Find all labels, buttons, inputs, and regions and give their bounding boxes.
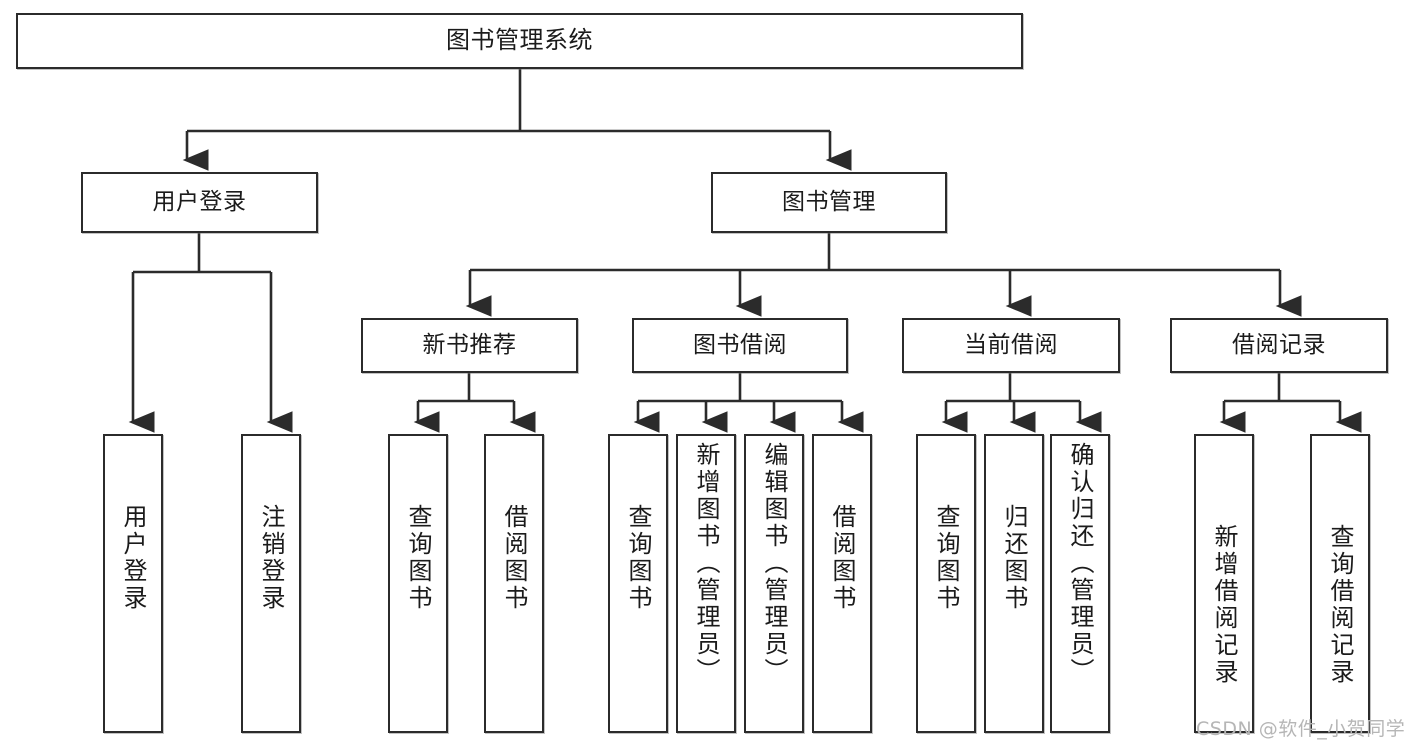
node-leaf-return-book-label: 归还图书 — [1000, 504, 1028, 612]
node-leaf-user-login-label: 用户登录 — [119, 504, 147, 612]
node-new-book-recommend-label: 新书推荐 — [422, 332, 517, 359]
node-borrow-record-label: 借阅记录 — [1232, 332, 1326, 359]
node-book-manage[interactable]: 图书管理 — [711, 172, 947, 233]
node-book-manage-label: 图书管理 — [782, 189, 876, 216]
node-leaf-confirm-return-label: 确认归还（管理员） — [1066, 442, 1094, 685]
node-leaf-add-borrow-record-label: 新增借阅记录 — [1210, 524, 1238, 686]
node-root-label: 图书管理系统 — [446, 26, 593, 55]
node-user-login[interactable]: 用户登录 — [81, 172, 318, 233]
node-leaf-add-book[interactable]: 新增图书（管理员） — [676, 434, 736, 733]
node-borrow-record[interactable]: 借阅记录 — [1170, 318, 1388, 373]
csdn-watermark: CSDN @软件_小贺同学 — [1196, 718, 1405, 740]
node-leaf-query-book-recommend[interactable]: 查询图书 — [388, 434, 448, 733]
node-leaf-query-borrow-record[interactable]: 查询借阅记录 — [1310, 434, 1370, 733]
node-current-borrow[interactable]: 当前借阅 — [902, 318, 1120, 373]
node-leaf-query-book-current-label: 查询图书 — [932, 504, 960, 612]
node-new-book-recommend[interactable]: 新书推荐 — [361, 318, 578, 373]
node-leaf-query-book-borrow[interactable]: 查询图书 — [608, 434, 668, 733]
node-leaf-borrow-book[interactable]: 借阅图书 — [812, 434, 872, 733]
node-leaf-query-book-recommend-label: 查询图书 — [404, 504, 432, 612]
node-user-login-label: 用户登录 — [152, 189, 247, 216]
node-book-borrow-label: 图书借阅 — [693, 332, 787, 359]
node-leaf-return-book[interactable]: 归还图书 — [984, 434, 1044, 733]
node-leaf-user-login[interactable]: 用户登录 — [103, 434, 163, 733]
node-leaf-borrow-book-recommend-label: 借阅图书 — [500, 504, 528, 612]
node-leaf-add-borrow-record[interactable]: 新增借阅记录 — [1194, 434, 1254, 733]
node-leaf-logout[interactable]: 注销登录 — [241, 434, 301, 733]
node-leaf-edit-book-label: 编辑图书（管理员） — [760, 442, 788, 685]
node-leaf-edit-book[interactable]: 编辑图书（管理员） — [744, 434, 804, 733]
node-leaf-logout-label: 注销登录 — [257, 504, 285, 612]
node-leaf-query-book-current[interactable]: 查询图书 — [916, 434, 976, 733]
node-leaf-add-book-label: 新增图书（管理员） — [692, 442, 720, 685]
node-leaf-borrow-book-recommend[interactable]: 借阅图书 — [484, 434, 544, 733]
node-leaf-query-book-borrow-label: 查询图书 — [624, 504, 652, 612]
node-leaf-borrow-book-label: 借阅图书 — [828, 504, 856, 612]
node-book-borrow[interactable]: 图书借阅 — [632, 318, 848, 373]
node-leaf-confirm-return[interactable]: 确认归还（管理员） — [1050, 434, 1110, 733]
node-current-borrow-label: 当前借阅 — [964, 332, 1058, 359]
node-leaf-query-borrow-record-label: 查询借阅记录 — [1326, 524, 1354, 686]
node-root[interactable]: 图书管理系统 — [16, 13, 1023, 69]
